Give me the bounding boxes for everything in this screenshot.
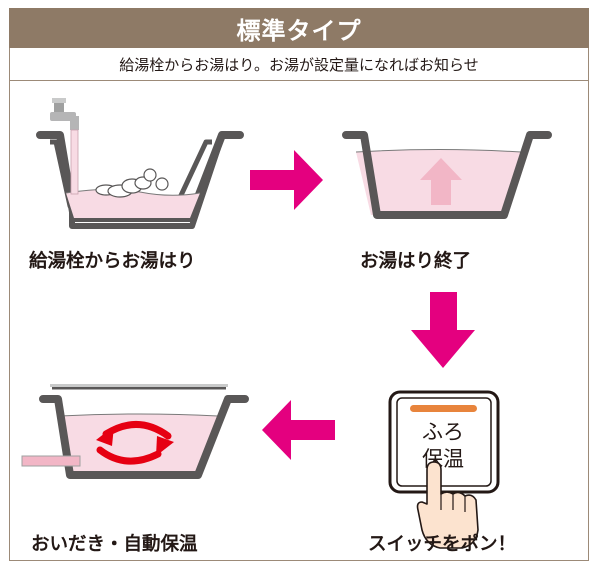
- faucet-icon: [50, 98, 79, 130]
- inlet-pipe: [21, 455, 81, 467]
- arrow-down-icon: [411, 292, 475, 368]
- step4-caption: おいだき・自動保温: [31, 534, 198, 555]
- bubbles: [95, 168, 169, 198]
- step3-caption: スイッチをポン！: [368, 534, 517, 555]
- tub-filling: [36, 98, 244, 229]
- water-stream: [70, 129, 79, 195]
- furo-hoon-switch: ふろ 保温: [388, 390, 500, 494]
- up-arrow-icon: [420, 158, 462, 205]
- step2-caption: お湯はり終了: [360, 251, 472, 272]
- tub-reheat: [21, 384, 249, 479]
- pointing-hand-icon: [416, 461, 479, 549]
- page-subtitle: 給湯栓からお湯はり。お湯が設定量になればお知らせ: [9, 48, 589, 81]
- arrow-right-icon: [250, 150, 323, 210]
- switch-label-line1: ふろ: [422, 420, 464, 444]
- tub-full: [342, 131, 552, 219]
- arrow-left-icon: [262, 400, 335, 460]
- step1-caption: 給湯栓からお湯はり: [29, 251, 196, 272]
- page-title: 標準タイプ: [9, 8, 589, 48]
- indicator-lamp: [410, 405, 477, 412]
